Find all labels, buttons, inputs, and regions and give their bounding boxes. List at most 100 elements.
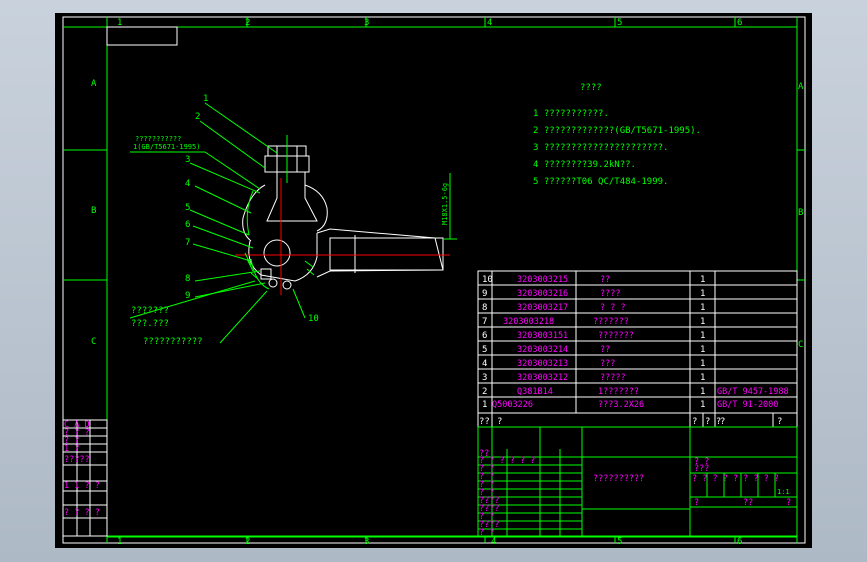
leader-lines (129, 102, 306, 344)
grease-label-2: 1(GB/T5671-1995) (133, 143, 200, 151)
bom-row: 1 Q5003226 ???3.2X26 1 GB/T 91-2000 (482, 400, 778, 410)
tb-left-11: ? ? (479, 528, 494, 538)
rev-a2: ? ? (64, 436, 79, 446)
right-row-label-b: B (798, 208, 803, 218)
bom-code: 3203003215 (517, 275, 568, 285)
tb-right-5: ?? (743, 498, 753, 508)
note-5: 5 ??????T06 QC/T484-1999. (533, 177, 668, 187)
rev-a1: ? ? ? (64, 428, 90, 438)
bom-header-material: ? ? (705, 417, 721, 427)
bom-code: 3203003151 (517, 331, 568, 341)
note-2: 2 ?????????????(GB/T5671-1995). (533, 126, 701, 136)
rev-a3: 1 ? (64, 444, 79, 454)
grease-label-1: ??????????? (135, 135, 181, 143)
bottom-col-label-4: 4 (491, 537, 496, 547)
tb-left-8: ???? (479, 504, 499, 514)
col-label-1: 1 (117, 18, 122, 28)
drawing-name: ?????????? (593, 474, 644, 484)
arm-body (329, 237, 444, 271)
lower-label-3: ??????????? (143, 337, 203, 347)
rev-b1: 1 1 ? ? (64, 481, 100, 491)
note-4: 4 ????????39.2kN??. (533, 160, 636, 170)
bom-code: 3203003216 (517, 289, 568, 299)
bom-qty: 1 (700, 373, 705, 383)
bom-no: 7 (482, 317, 487, 327)
callout-8: 8 (185, 274, 190, 284)
bom-header-no: ?? (479, 417, 490, 427)
bom-row: 3 3203003212 ????? 1 (482, 373, 705, 383)
bom-no: 1 (482, 400, 487, 410)
callout-4: 4 (185, 179, 190, 189)
bom-qty: 1 (700, 387, 705, 397)
title-block: ?????????? ?? ? ? ? ? ? ? ? ? ? ? ? ? ? … (477, 426, 798, 538)
tb-right-2: ??? (694, 464, 709, 474)
bom-qty: 1 (700, 289, 705, 299)
bom-code: 3203003218 (503, 317, 554, 327)
tb-left-7: ???? (479, 496, 499, 506)
bom-row: 5 3203003214 ?? 1 (482, 345, 705, 355)
bom-qty: 1 (700, 275, 705, 285)
bom-no: 10 (482, 275, 493, 285)
bom-name: ?? (600, 345, 610, 355)
grid-ticks (63, 17, 805, 543)
bottom-col-label-3: 3 (364, 537, 369, 547)
note-3: 3 ??????????????????????. (533, 143, 668, 153)
cad-viewport[interactable]: 1 2 3 4 5 6 1 2 3 4 5 6 A B C A B C ????… (55, 13, 812, 548)
bom-header: ?? ? ? ? ? ? ? (477, 412, 798, 428)
tb-left-1: ?? (479, 449, 489, 459)
bom-qty: 1 (700, 345, 705, 355)
bom-qty: 1 (700, 303, 705, 313)
callout-3: 3 (185, 155, 190, 165)
bom-name: ?? (600, 275, 610, 285)
bom-code: Q381B14 (517, 387, 553, 397)
bom-no: 8 (482, 303, 487, 313)
notes-title: ???? (580, 83, 602, 93)
revision-block: C A D ? ? ? ? ? 1 ? ????? 1 1 ? ? ? ? ? … (62, 419, 108, 537)
right-row-label-c: C (798, 340, 803, 350)
bom-name: ??????? (593, 317, 629, 327)
col-label-2: 2 (245, 18, 250, 28)
col-label-4: 4 (487, 18, 492, 28)
lower-label-2: ???.??? (131, 319, 169, 329)
bom-name: ???3.2X26 (598, 400, 644, 410)
tb-left-10: ???? (479, 520, 499, 530)
tb-right-4: ? (694, 498, 699, 508)
ball-joint-drawing: M18X1.5-6g (235, 135, 457, 295)
bom-std: GB/T 91-2000 (717, 400, 778, 410)
bom-header-remark: ? (777, 417, 782, 427)
tb-left-9: ? ? (479, 512, 494, 522)
rev-a4: ????? (64, 455, 90, 465)
bom-row: 10 3203003215 ?? 1 (482, 275, 705, 285)
bom-row: 6 3203003151 ??????? 1 (482, 331, 705, 341)
callout-9: 9 (185, 291, 190, 301)
bom-table: 10 3203003215 ?? 1 9 3203003216 ???? 1 8… (477, 270, 798, 414)
row-label-a: A (91, 79, 97, 89)
tb-left-2: ? ? ? ? ? ? (479, 456, 535, 466)
tb-left-4: ? ? (479, 472, 494, 482)
bom-code: Q5003226 (492, 400, 533, 410)
bom-std: GB/T 9457-1988 (717, 387, 789, 397)
right-row-label-a: A (798, 82, 804, 92)
rev-head: C A D (64, 420, 90, 430)
callout-2: 2 (195, 112, 200, 122)
bom-no: 2 (482, 387, 487, 397)
tb-left-5: ? ? (479, 480, 494, 490)
bom-header-std: ? (720, 417, 725, 427)
callout-10: 10 (308, 314, 319, 324)
bom-header-qty: ? (692, 417, 697, 427)
col-label-6: 6 (737, 18, 742, 28)
bom-code: 3203003214 (517, 345, 568, 355)
bom-name: ??? (600, 359, 615, 369)
tb-left-6: ? ? (479, 488, 494, 498)
bom-qty: 1 (700, 400, 705, 410)
note-1: 1 ???????????. (533, 109, 609, 119)
bom-row: 8 3203003217 ? ? ? 1 (482, 303, 705, 313)
lower-label-1: ??????? (131, 306, 169, 316)
col-label-5: 5 (617, 18, 622, 28)
bom-qty: 1 (700, 359, 705, 369)
bom-code: 3203003213 (517, 359, 568, 369)
drawing-canvas: 1 2 3 4 5 6 1 2 3 4 5 6 A B C A B C ????… (62, 16, 806, 547)
bom-qty: 1 (700, 331, 705, 341)
row-label-c: C (91, 337, 96, 347)
tb-scale: 1:1 (777, 488, 790, 496)
